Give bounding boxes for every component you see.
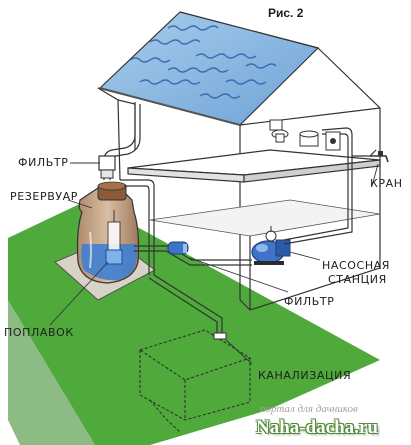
label-tap: КРАН	[370, 177, 403, 190]
label-filter-bottom: ФИЛЬТР	[284, 295, 335, 308]
pump-station-icon	[251, 226, 291, 265]
label-pump-station-line1: НАСОСНАЯ	[322, 259, 391, 272]
float-icon	[105, 210, 123, 265]
overflow-pipe	[120, 179, 227, 340]
figure-label: Рис. 2	[268, 6, 304, 20]
sink-icon	[299, 130, 319, 147]
toilet-icon	[269, 119, 289, 143]
leader-lines	[49, 162, 379, 365]
roof-panel	[98, 11, 320, 126]
sewer-pit	[138, 329, 252, 433]
lawn-shade	[8, 300, 95, 445]
label-float: ПОПЛАВОК	[4, 326, 74, 339]
watermark-tagline: портал для дачников	[260, 403, 358, 415]
filter-icon-lower	[167, 241, 189, 255]
house-frame	[97, 11, 381, 311]
label-pump-station-line2: СТАНЦИЯ	[328, 273, 387, 286]
watermark-site: Naha-dacha.ru	[256, 417, 378, 438]
tap-icon	[370, 151, 389, 163]
label-reservoir: РЕЗЕРВУАР	[10, 190, 79, 203]
filter-icon	[98, 155, 116, 179]
label-filter-top: ФИЛЬТР	[18, 156, 69, 169]
label-sewer: КАНАЛИЗАЦИЯ	[258, 369, 352, 382]
boiler-icon	[325, 131, 341, 151]
